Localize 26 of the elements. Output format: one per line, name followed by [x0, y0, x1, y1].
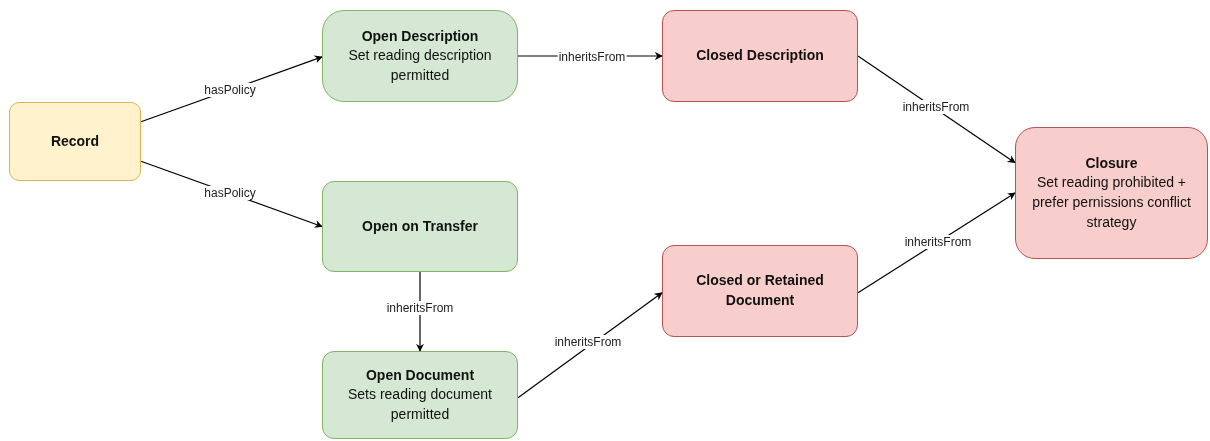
box-description: Set reading prohibited + prefer pernissions conflict strategy — [1031, 173, 1192, 232]
edge-label: inheritsFrom — [903, 235, 973, 249]
box-title: Record — [50, 131, 100, 151]
edge-label: hasPolicy — [203, 186, 257, 200]
box-description: Sets reading document permitted — [347, 385, 493, 424]
process-box — [322, 10, 518, 102]
box-title: Open Document — [365, 365, 475, 385]
box-description: Set reading description permitted — [347, 46, 493, 85]
process-box — [9, 102, 141, 181]
box-title: Closed or Retained Document — [695, 271, 825, 310]
process-box — [322, 181, 518, 272]
arrow — [517, 292, 663, 399]
box-title: Closure — [1085, 153, 1138, 173]
edge-label: inheritsFrom — [385, 301, 455, 315]
arrow — [857, 55, 1016, 164]
process-box — [322, 351, 518, 439]
edge-label: hasPolicy — [203, 83, 257, 97]
box-title: Closed Description — [696, 46, 824, 66]
process-box — [662, 245, 858, 337]
edge-label: inheritsFrom — [901, 100, 971, 114]
process-box — [1015, 127, 1208, 259]
edge-label: inheritsFrom — [553, 335, 623, 349]
box-title: Open on Transfer — [362, 216, 478, 236]
box-title: Open Description — [361, 26, 479, 46]
process-box — [662, 10, 858, 102]
edge-label: inheritsFrom — [557, 50, 627, 64]
